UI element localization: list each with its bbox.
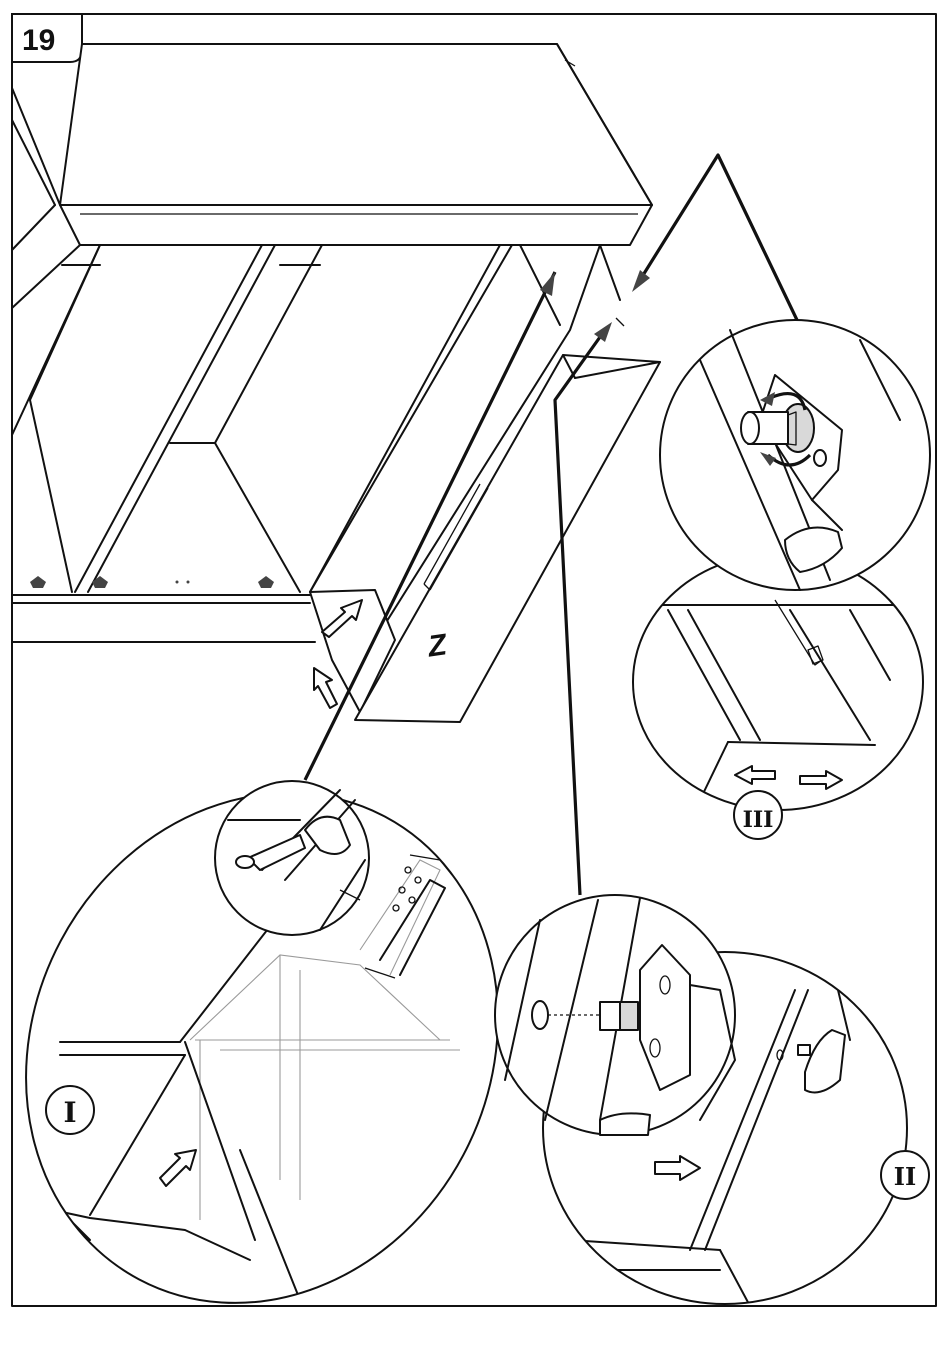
detail-right-bottom: II — [495, 895, 929, 1306]
detail-label-iii: III — [743, 807, 774, 833]
cam-lock-icon — [741, 404, 814, 452]
detail-label-i: I — [63, 1096, 76, 1129]
detail-label-ii: II — [894, 1162, 916, 1191]
cam-lock-icon — [30, 576, 274, 588]
step-number: 19 — [22, 24, 55, 57]
detail-right-top: III — [633, 320, 930, 839]
step-badge: 19 — [12, 14, 82, 62]
cabinet-main: Z — [12, 44, 660, 722]
